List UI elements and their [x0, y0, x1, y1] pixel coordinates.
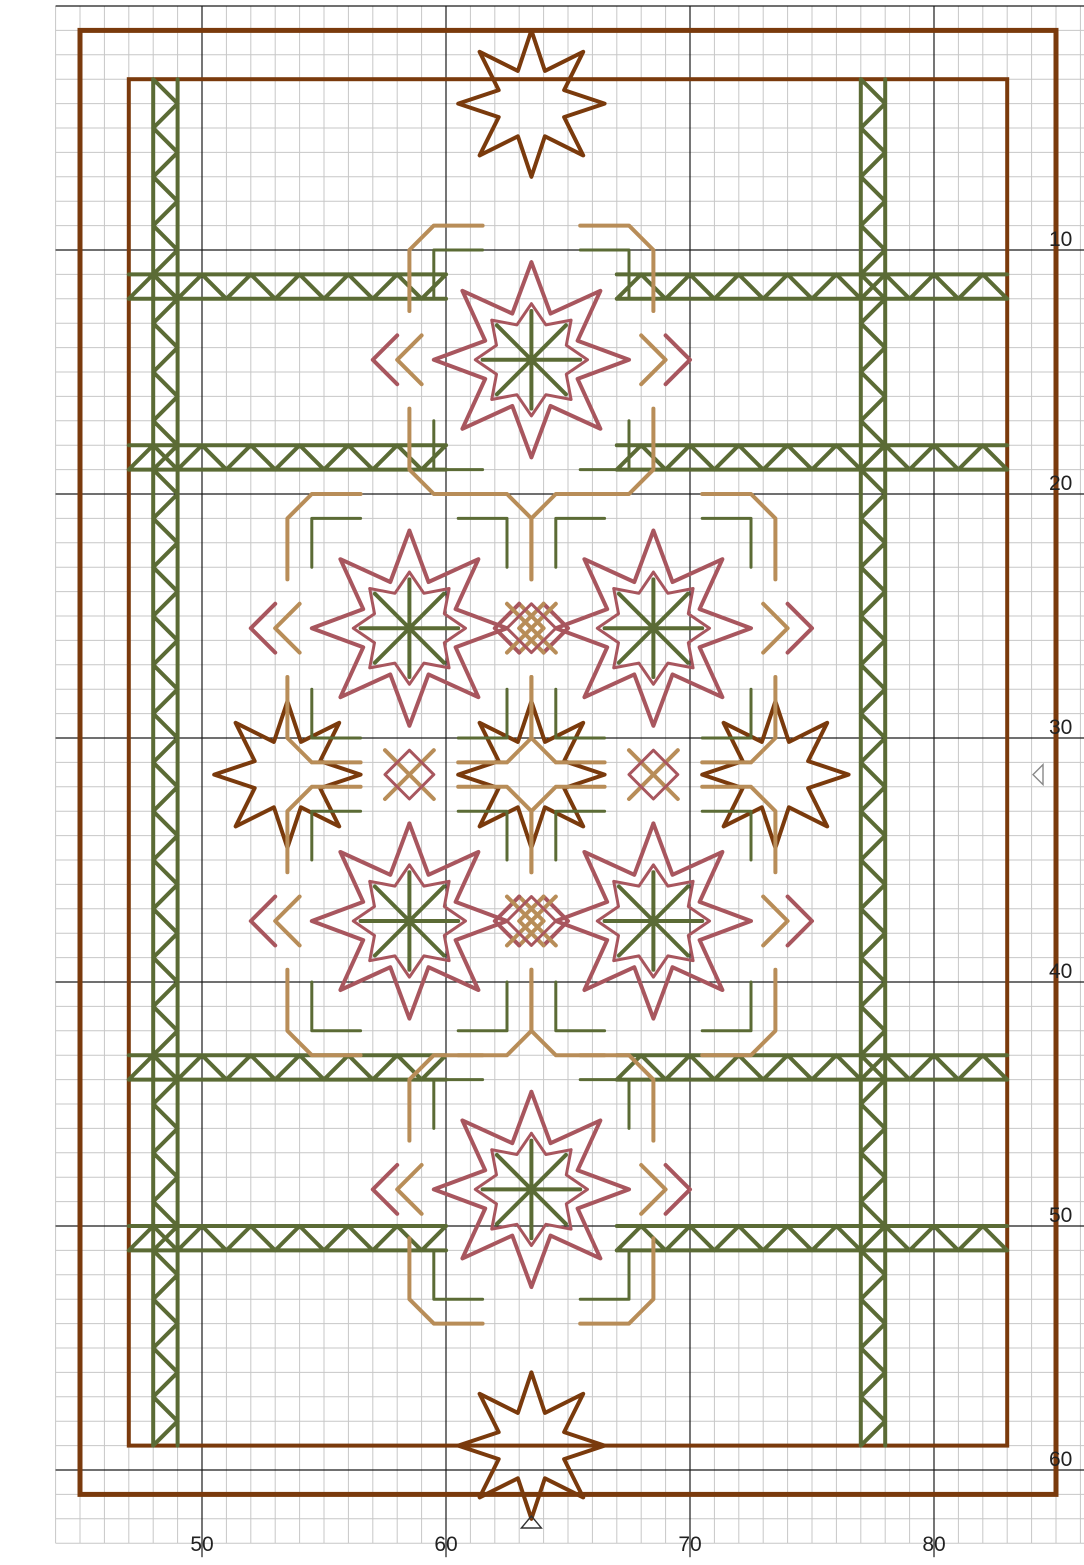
center-markers [521, 765, 1043, 1528]
tan-chevron [763, 604, 787, 653]
tan-chevron [275, 897, 299, 946]
rose-chevron [788, 604, 812, 653]
y-tick-label: 60 [1049, 1448, 1072, 1471]
triangle-left-outline-icon [1033, 765, 1043, 785]
rose-chevron [666, 1165, 690, 1214]
rose-chevron [666, 335, 690, 384]
major-grid [56, 6, 1084, 1543]
y-tick-label: 30 [1049, 716, 1072, 739]
tan-cross [507, 897, 556, 946]
green-burst [483, 311, 581, 409]
green-burst [361, 579, 459, 677]
tan-chevron [397, 1165, 421, 1214]
tan-chevron [641, 335, 665, 384]
tan-chevron [275, 604, 299, 653]
y-tick-label: 50 [1049, 1204, 1072, 1227]
tan-chevron [763, 897, 787, 946]
tan-chevron [397, 335, 421, 384]
rose-chevron [251, 604, 275, 653]
tan-cross [629, 750, 678, 799]
green-burst [361, 872, 459, 970]
y-tick-label: 20 [1049, 472, 1072, 495]
green-burst [483, 1141, 581, 1239]
rose-chevron [373, 335, 397, 384]
y-tick-label: 10 [1049, 228, 1072, 251]
rose-chevron [373, 1165, 397, 1214]
tan-chevron [641, 1165, 665, 1214]
green-burst [605, 579, 703, 677]
tan-cross [507, 604, 556, 653]
tan-cross [385, 750, 434, 799]
minor-grid [56, 6, 1084, 1543]
y-tick-label: 40 [1049, 960, 1072, 983]
rose-chevron [788, 897, 812, 946]
rose-chevron [251, 897, 275, 946]
green-burst [605, 872, 703, 970]
